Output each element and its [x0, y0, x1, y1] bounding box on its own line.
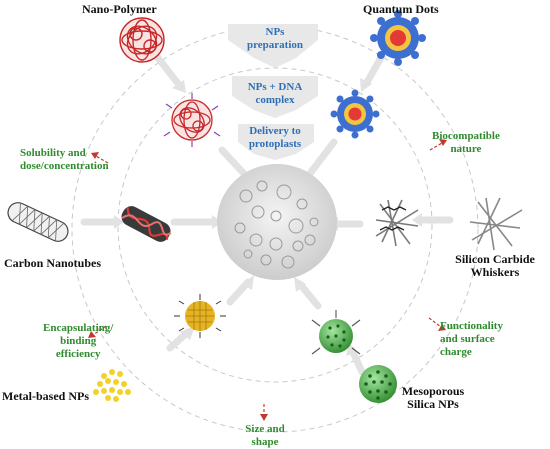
protoplast-micrograph — [217, 164, 337, 280]
factor-size-shape: Size and shape — [245, 423, 285, 448]
factor-functionality-surface-charge: Functionality and surface charge — [440, 320, 503, 358]
label-nano-polymer: Nano-Polymer — [82, 2, 157, 16]
chevron-3 — [238, 124, 314, 160]
silicon-carbide-dna-complex — [375, 199, 419, 247]
mesoporous-silica-sphere — [359, 365, 397, 403]
nano-polymer-sphere — [119, 17, 165, 63]
process-chevrons — [228, 24, 318, 160]
nano-polymer-dna-complex — [163, 93, 221, 147]
carbon-nanotube-dna-complex — [121, 206, 172, 242]
carbon-nanotube — [7, 202, 69, 242]
mesoporous-silica-dna-complex — [311, 310, 361, 355]
factor-solubility-dose: Solubility and dose/concentration — [20, 147, 109, 172]
label-silicon-carbide-whiskers: Silicon Carbide Whiskers — [455, 252, 535, 279]
quantum-dot-dna-complex — [330, 89, 380, 139]
label-metal-based-nps: Metal-based NPs — [2, 389, 89, 403]
factor-arrowheads — [88, 139, 447, 421]
label-carbon-nanotubes: Carbon Nanotubes — [4, 256, 102, 270]
quantum-dot-sphere — [370, 10, 426, 66]
chevron-2 — [232, 76, 318, 118]
silicon-carbide-whiskers — [469, 197, 523, 251]
step-delivery-to-protoplasts: Delivery to protoplasts — [248, 125, 302, 150]
step-nps-dna-complex: NPs + DNA complex — [247, 81, 303, 106]
factor-encapsulating-binding: Encapsulating/ binding efficiency — [43, 322, 114, 360]
metal-nanoparticles — [93, 369, 131, 402]
label-quantum-dots: Quantum Dots — [363, 2, 439, 16]
step-nps-preparation: NPs preparation — [246, 26, 304, 51]
chevron-1 — [228, 24, 318, 68]
label-mesoporous-silica-nps: Mesoporous Silica NPs — [401, 384, 465, 411]
factor-biocompatible: Biocompatible nature — [432, 130, 500, 155]
metal-nanoparticle-dna-complex — [174, 294, 226, 338]
